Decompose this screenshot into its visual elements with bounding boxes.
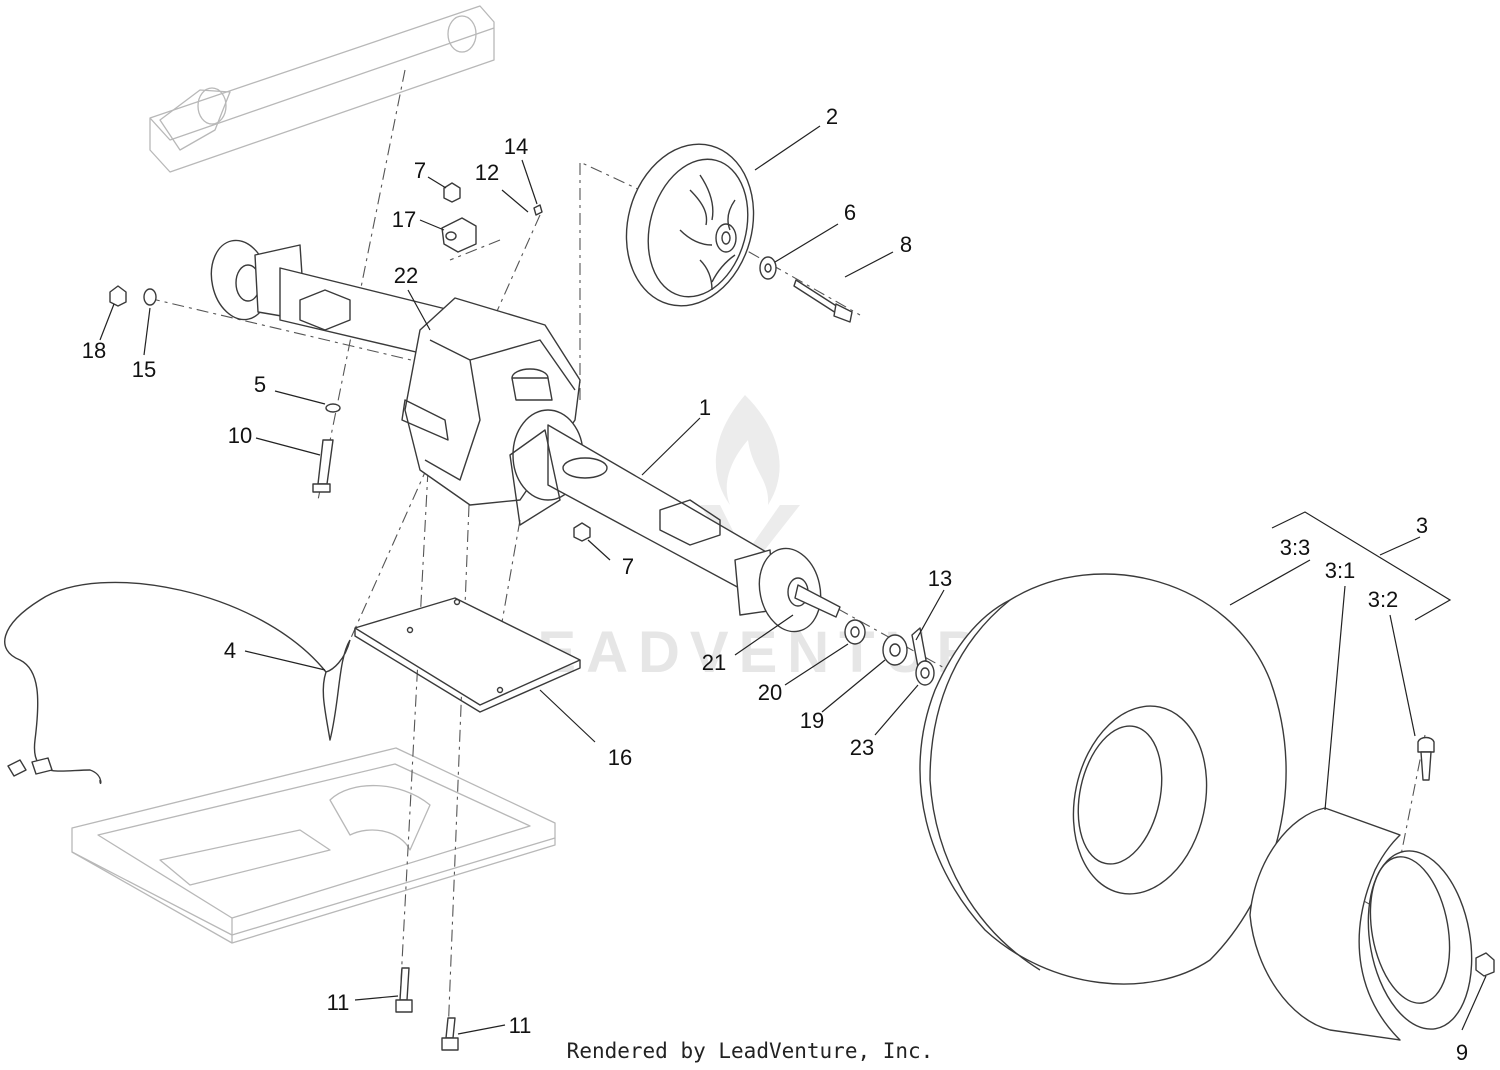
washer-part-21 bbox=[844, 619, 866, 645]
leader-lines bbox=[99, 125, 1487, 1035]
callout-14: 14 bbox=[504, 134, 528, 159]
plate-part-16 bbox=[354, 597, 581, 713]
callout-1: 1 bbox=[699, 395, 711, 420]
callout-3: 3 bbox=[1416, 513, 1428, 538]
callout-23: 23 bbox=[850, 735, 874, 760]
nut-part-7-top bbox=[443, 182, 461, 203]
callout-12: 12 bbox=[475, 160, 499, 185]
callout-3-2: 3:2 bbox=[1368, 587, 1399, 612]
bolt-part-11-right bbox=[441, 1017, 459, 1051]
callout-3-3: 3:3 bbox=[1280, 535, 1311, 560]
callout-15: 15 bbox=[132, 357, 156, 382]
bolt-part-10 bbox=[312, 439, 334, 493]
lower-frame-ghost bbox=[71, 747, 556, 944]
callout-21: 21 bbox=[702, 650, 726, 675]
callout-13: 13 bbox=[928, 566, 952, 591]
callout-3-1: 3:1 bbox=[1325, 558, 1356, 583]
pulley-part-2 bbox=[625, 143, 755, 307]
washer-part-6 bbox=[759, 256, 777, 280]
washer-part-15 bbox=[143, 288, 157, 306]
callout-22: 22 bbox=[394, 263, 418, 288]
bolt-part-11-left bbox=[395, 967, 413, 1013]
lug-nut-part-9 bbox=[1475, 952, 1495, 977]
frame-tube-ghost bbox=[149, 5, 495, 173]
callout-4: 4 bbox=[224, 638, 236, 663]
washer-part-19 bbox=[882, 634, 908, 666]
watermark-text: LEADVENTURE bbox=[492, 620, 1037, 685]
callout-7-lower: 7 bbox=[622, 554, 634, 579]
pin-part-14 bbox=[533, 204, 543, 216]
callout-20: 20 bbox=[758, 680, 782, 705]
leadventure-watermark-logo bbox=[700, 395, 800, 575]
assembly-3-bracket bbox=[1271, 511, 1452, 621]
callout-7-top: 7 bbox=[414, 158, 426, 183]
rim-part-3-1 bbox=[1249, 807, 1473, 1041]
cable-part-4 bbox=[4, 581, 351, 785]
bracket-part-17 bbox=[441, 217, 477, 253]
tire-part-3-3 bbox=[919, 573, 1287, 985]
bolt-part-8 bbox=[793, 279, 853, 323]
nut-part-18 bbox=[109, 285, 127, 307]
callout-11-right: 11 bbox=[509, 1013, 532, 1038]
callout-18: 18 bbox=[82, 338, 106, 363]
axle-assembly-part-1 bbox=[210, 239, 841, 633]
nut-part-23 bbox=[915, 660, 935, 686]
valve-stem-part-3-2 bbox=[1417, 736, 1435, 781]
callout-16: 16 bbox=[608, 745, 632, 770]
callout-5: 5 bbox=[254, 372, 266, 397]
callout-9: 9 bbox=[1456, 1040, 1468, 1065]
rendered-by-footer: Rendered by LeadVenture, Inc. bbox=[567, 1039, 934, 1063]
washer-part-5 bbox=[325, 403, 341, 413]
callout-10: 10 bbox=[228, 423, 252, 448]
callout-19: 19 bbox=[800, 708, 824, 733]
key-part-13 bbox=[911, 627, 927, 668]
callout-6: 6 bbox=[844, 200, 856, 225]
nut-part-7-lower bbox=[573, 522, 591, 542]
callout-1-2: 2 bbox=[826, 104, 838, 129]
callout-11-left: 11 bbox=[327, 990, 350, 1015]
callout-8: 8 bbox=[900, 232, 912, 257]
callout-17: 17 bbox=[392, 207, 416, 232]
